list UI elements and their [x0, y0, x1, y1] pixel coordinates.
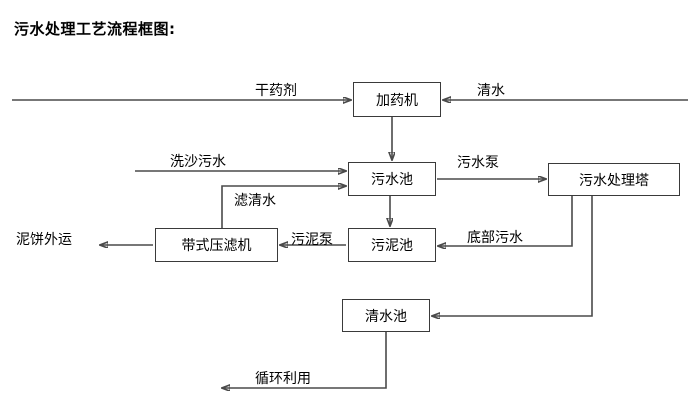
terminal-sand-wash-water: 洗沙污水	[170, 154, 226, 170]
node-wastewater-pool-label: 污水池	[371, 172, 413, 188]
terminal-mud-cake-out: 泥饼外运	[16, 232, 72, 248]
node-sludge-pool[interactable]: 污泥池	[348, 228, 436, 262]
node-treatment-tower[interactable]: 污水处理塔	[548, 163, 680, 196]
edge-filtered-clear-water-to-wastewater-pool	[221, 186, 346, 228]
node-clear-water-pool-label: 清水池	[365, 308, 407, 325]
node-treatment-tower-label: 污水处理塔	[579, 172, 649, 189]
node-dosing-machine[interactable]: 加药机	[353, 82, 441, 117]
terminal-clean-water: 清水	[477, 83, 505, 99]
page-title: 污水处理工艺流程框图:	[14, 20, 176, 38]
edge-label-wastewater-pump: 污水泵	[457, 155, 499, 171]
edge-label-filtered-clear-water: 滤清水	[234, 193, 276, 209]
edge-label-bottom-wastewater: 底部污水	[467, 230, 523, 246]
node-wastewater-pool[interactable]: 污水池	[348, 162, 436, 196]
node-dosing-machine-label: 加药机	[376, 92, 418, 109]
edge-label-sludge-pump: 污泥泵	[291, 232, 333, 248]
edge-clear-water-pool-to-recycle-use	[222, 332, 387, 388]
node-belt-filter-press[interactable]: 带式压滤机	[155, 228, 278, 262]
edge-treatment-tower-to-clear-water-pool	[432, 196, 593, 316]
edge-bottom-wastewater-to-sludge-pool	[438, 196, 573, 246]
node-sludge-pool-label: 污泥池	[371, 238, 413, 254]
node-clear-water-pool[interactable]: 清水池	[342, 299, 430, 332]
node-belt-filter-press-label: 带式压滤机	[181, 238, 252, 254]
terminal-dry-chemical: 干药剂	[255, 83, 297, 99]
terminal-recycle-use: 循环利用	[255, 371, 311, 387]
